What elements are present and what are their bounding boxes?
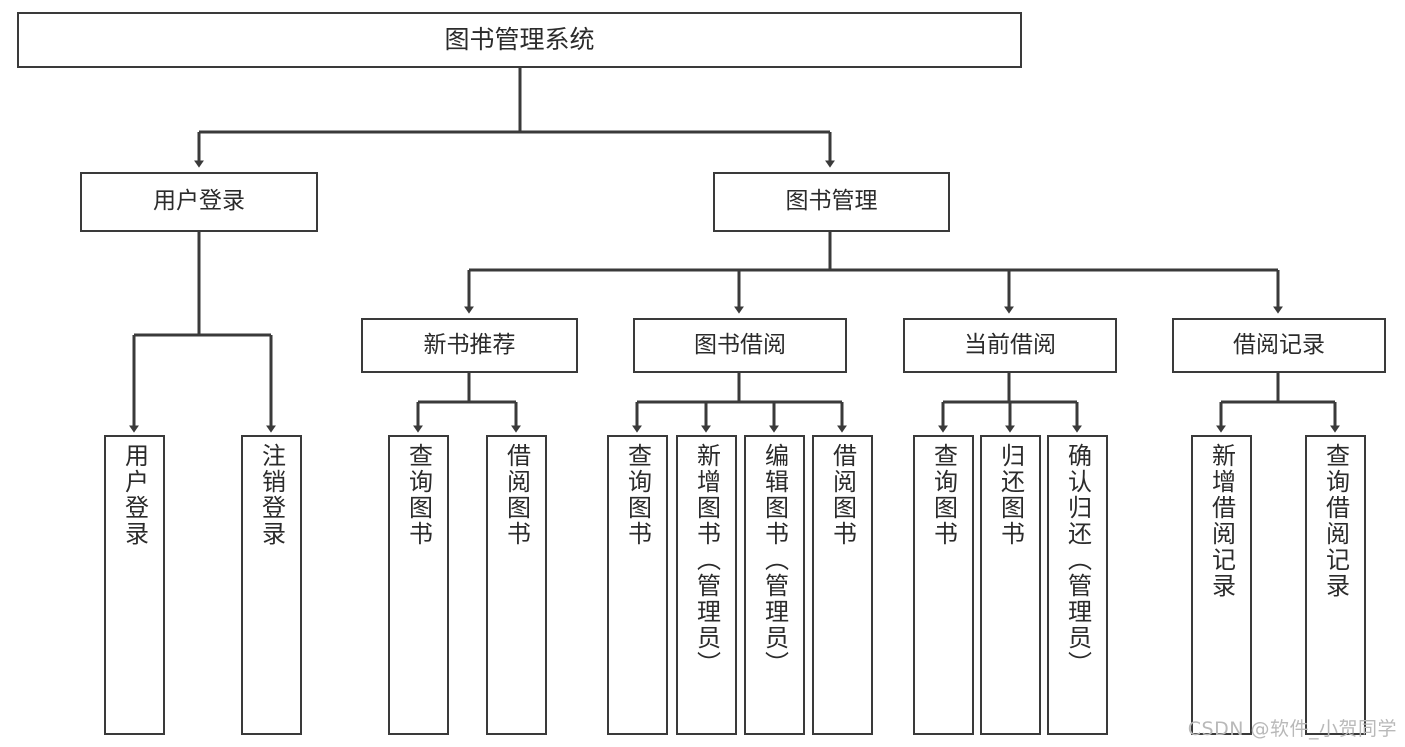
node-leaf-add-book[interactable]: 新增图书（管理员）	[676, 435, 737, 735]
node-leaf-return-book-label: 归还图书	[996, 443, 1025, 547]
node-leaf-borrow-book-2[interactable]: 借阅图书	[812, 435, 873, 735]
node-user-login-label: 用户登录	[153, 188, 245, 215]
node-leaf-query-book-1[interactable]: 查询图书	[388, 435, 449, 735]
node-current-borrow[interactable]: 当前借阅	[903, 318, 1117, 373]
node-leaf-query-book-2-label: 查询图书	[623, 443, 652, 547]
node-book-manage[interactable]: 图书管理	[713, 172, 950, 232]
node-leaf-user-login[interactable]: 用户登录	[104, 435, 165, 735]
node-borrow-record[interactable]: 借阅记录	[1172, 318, 1386, 373]
node-leaf-query-book-2[interactable]: 查询图书	[607, 435, 668, 735]
node-book-borrow-label: 图书借阅	[694, 331, 786, 358]
node-leaf-borrow-book-1[interactable]: 借阅图书	[486, 435, 547, 735]
node-leaf-query-record[interactable]: 查询借阅记录	[1305, 435, 1366, 735]
node-leaf-borrow-book-1-label: 借阅图书	[502, 443, 531, 547]
node-root-label: 图书管理系统	[444, 25, 595, 55]
node-leaf-logout[interactable]: 注销登录	[241, 435, 302, 735]
node-leaf-edit-book-label: 编辑图书（管理员）	[760, 443, 789, 677]
node-leaf-query-record-label: 查询借阅记录	[1321, 443, 1350, 599]
node-leaf-confirm-return-label: 确认归还（管理员）	[1063, 443, 1092, 677]
node-leaf-edit-book[interactable]: 编辑图书（管理员）	[744, 435, 805, 735]
node-leaf-query-book-3-label: 查询图书	[929, 443, 958, 547]
csdn-watermark: CSDN @软件_小贺同学	[1187, 718, 1397, 740]
node-new-book-recommend-label: 新书推荐	[423, 331, 516, 358]
node-leaf-user-login-label: 用户登录	[120, 443, 149, 547]
node-leaf-logout-label: 注销登录	[257, 443, 286, 547]
node-leaf-add-book-label: 新增图书（管理员）	[692, 443, 721, 677]
node-leaf-confirm-return[interactable]: 确认归还（管理员）	[1047, 435, 1108, 735]
node-leaf-return-book[interactable]: 归还图书	[980, 435, 1041, 735]
node-new-book-recommend[interactable]: 新书推荐	[361, 318, 578, 373]
node-leaf-add-record-label: 新增借阅记录	[1207, 443, 1236, 599]
node-borrow-record-label: 借阅记录	[1233, 331, 1325, 358]
node-book-manage-label: 图书管理	[785, 188, 878, 215]
node-leaf-borrow-book-2-label: 借阅图书	[828, 443, 857, 547]
node-leaf-add-record[interactable]: 新增借阅记录	[1191, 435, 1252, 735]
node-user-login[interactable]: 用户登录	[80, 172, 318, 232]
node-leaf-query-book-3[interactable]: 查询图书	[913, 435, 974, 735]
node-current-borrow-label: 当前借阅	[964, 331, 1056, 358]
node-leaf-query-book-1-label: 查询图书	[404, 443, 433, 547]
node-book-borrow[interactable]: 图书借阅	[633, 318, 847, 373]
node-root[interactable]: 图书管理系统	[17, 12, 1022, 68]
